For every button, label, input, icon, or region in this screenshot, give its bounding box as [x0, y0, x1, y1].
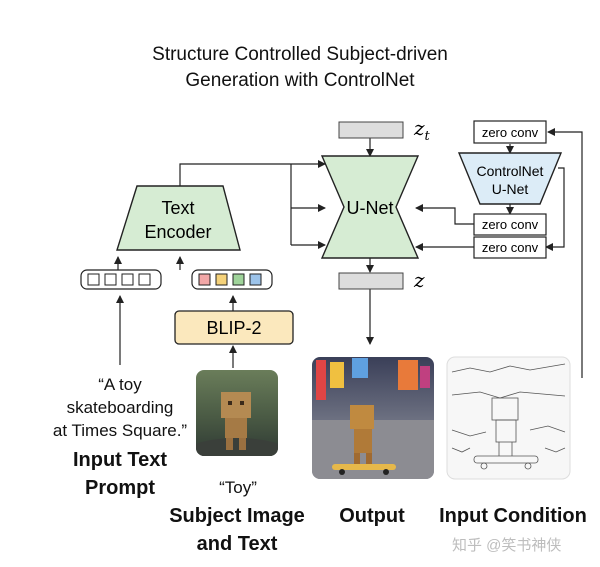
text-token	[104, 273, 117, 286]
subject-image	[196, 370, 278, 456]
unet-block	[320, 155, 420, 259]
controlnet-block	[457, 152, 563, 205]
output-image	[312, 357, 434, 479]
arrow-zeroconv-mid-to-unet	[415, 204, 474, 225]
subject-text: “Toy”	[219, 478, 257, 497]
text-encoder-block	[116, 185, 241, 251]
zero-conv-low	[473, 236, 547, 259]
input-text-prompt-label-1: Input Text	[72, 449, 168, 471]
zero-conv-mid	[473, 213, 547, 236]
latent-zt	[338, 121, 404, 139]
condition-image	[446, 356, 571, 480]
blip-token	[232, 273, 245, 286]
arrow-encoder-to-unet-top	[179, 160, 326, 186]
output-label: Output	[339, 505, 405, 527]
subject-label-2: and Text	[196, 533, 278, 555]
zero-conv-mid-label: zero conv	[482, 217, 539, 232]
blip2-block	[174, 310, 294, 345]
blip-token	[249, 273, 262, 286]
subject-label-1: Subject Image	[169, 505, 305, 527]
zero-conv-low-label: zero conv	[482, 240, 539, 255]
input-condition-label: Input Condition	[439, 505, 587, 527]
prompt-line3: at Times Square.”	[52, 421, 188, 440]
input-text-prompt-label-2: Prompt	[85, 477, 155, 499]
zero-conv-top-label: zero conv	[482, 125, 539, 140]
text-token	[121, 273, 134, 286]
diagram-title-line1: Structure Controlled Subject-driven	[152, 44, 448, 65]
text-tokens	[87, 273, 151, 286]
controlnet-label-2: U-Net	[492, 181, 529, 197]
blip-token	[215, 273, 228, 286]
arrow-condition-to-zeroconv	[547, 128, 583, 378]
text-token	[138, 273, 151, 286]
latent-z	[338, 272, 404, 290]
diagram-title-line2: Generation with ControlNet	[185, 70, 415, 91]
zero-conv-top	[473, 120, 547, 144]
watermark: 知乎 @笑书神侠	[452, 537, 562, 554]
blip-token	[198, 273, 211, 286]
prompt-line2: skateboarding	[66, 398, 174, 417]
text-encoder-label-1: Text	[161, 198, 194, 218]
text-encoder-label-2: Encoder	[144, 222, 211, 242]
latent-z-label: z	[413, 268, 425, 292]
unet-label: U-Net	[346, 198, 393, 218]
connections	[114, 128, 583, 378]
blip-tokens	[198, 273, 262, 286]
text-token	[87, 273, 100, 286]
controlnet-label-1: ControlNet	[477, 163, 544, 179]
latent-zt-label: zt	[413, 116, 431, 144]
blip2-label: BLIP-2	[206, 318, 261, 338]
arrow-controlnet-to-zeroconv-low	[545, 167, 565, 251]
prompt-line1: “A toy	[98, 375, 142, 394]
